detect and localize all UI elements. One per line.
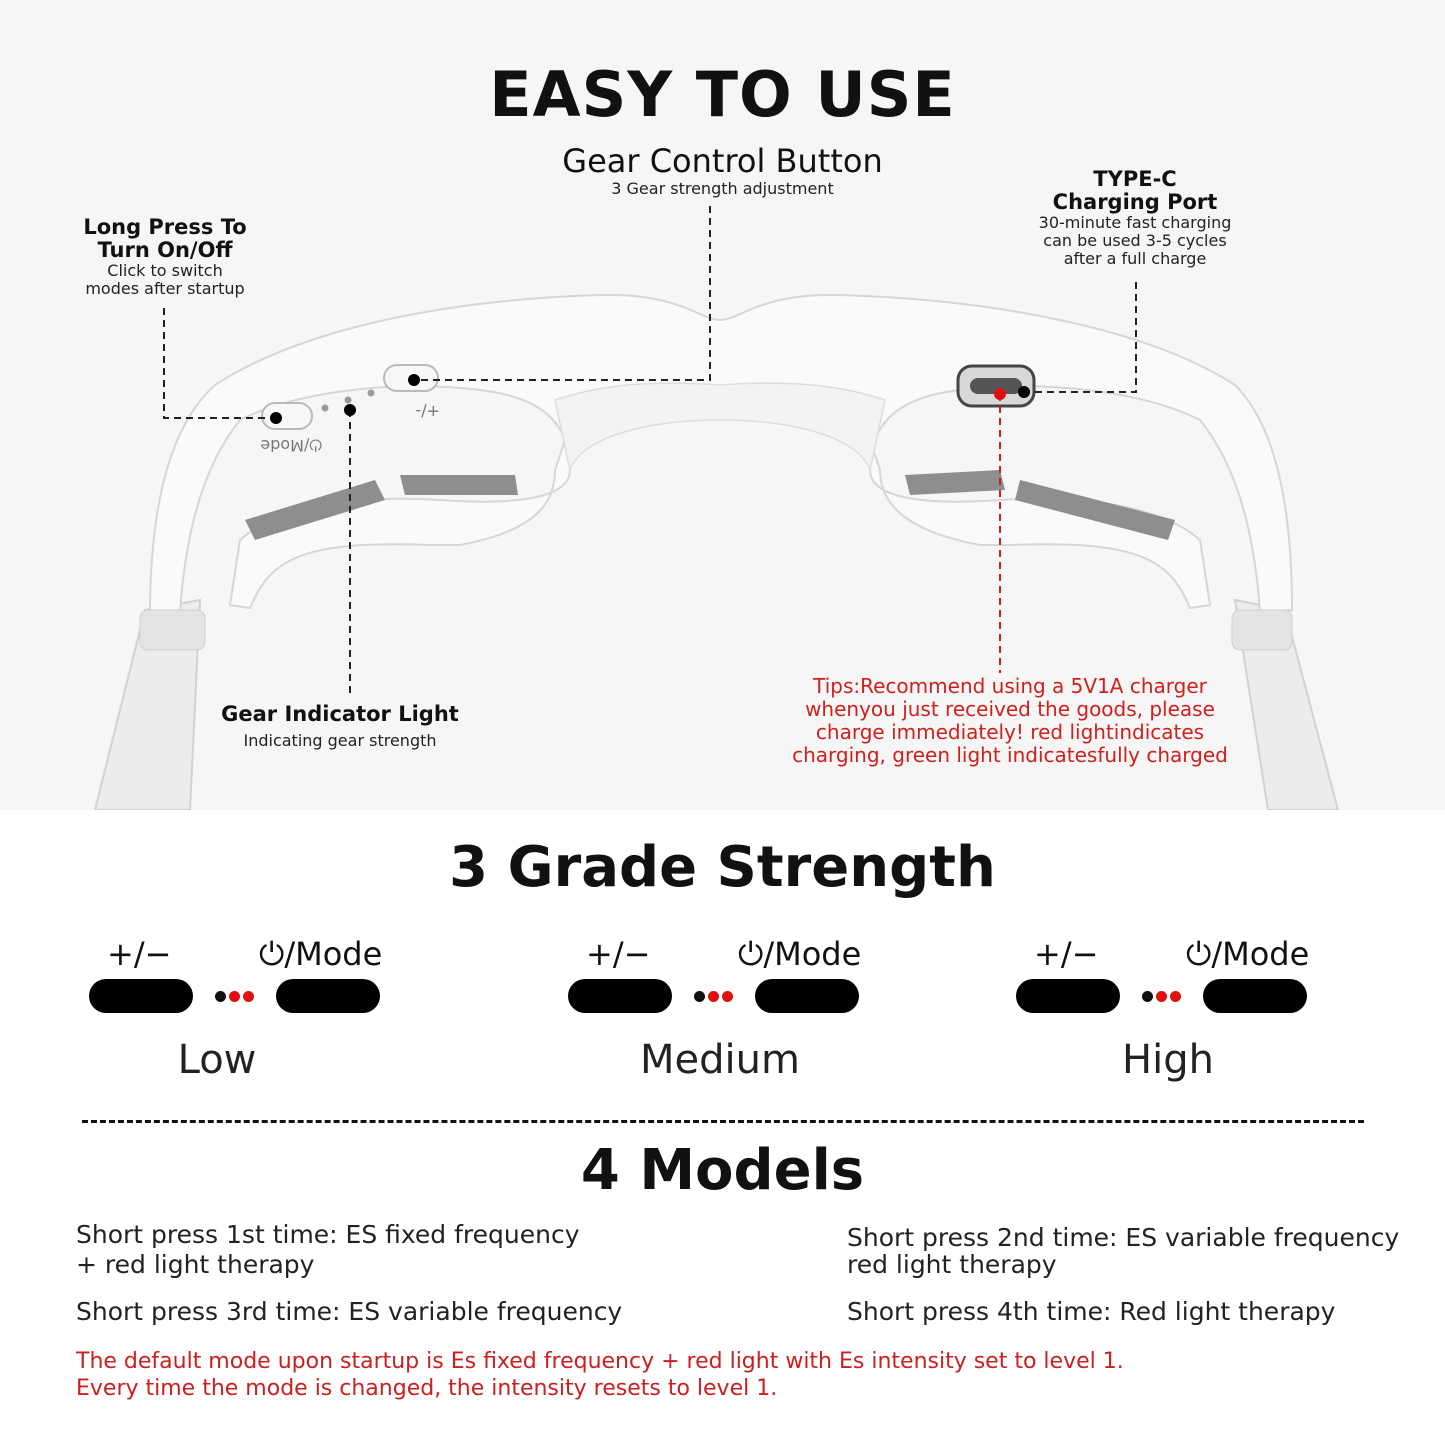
mode-item-3-line-1: Short press 3rd time: ES variable freque… [76, 1297, 623, 1326]
right-pad-inner [905, 470, 1005, 495]
tips-charging-note: Tips:Recommend using a 5V1A charger when… [760, 675, 1260, 767]
default-mode-note-line-2: Every time the mode is changed, the inte… [76, 1376, 778, 1401]
eye-massager-illustration: ⏻/Mode +/- [93, 206, 1340, 810]
mode-item-2-line-1: Short press 2nd time: ES variable freque… [847, 1223, 1400, 1252]
indicator-dot-1 [694, 991, 705, 1002]
tips-line-4: charging, green light indicatesfully cha… [792, 743, 1228, 767]
callout-power-sub-1: Click to switch [107, 261, 223, 280]
page-title: EASY TO USE [489, 58, 956, 131]
plus-minus-label: +/− [1034, 935, 1099, 973]
device-plusminus-label: +/- [415, 402, 440, 421]
indicator-dot-1 [215, 991, 226, 1002]
mode-button [755, 979, 859, 1013]
plus-minus-label: +/− [107, 935, 172, 973]
callout-power-title-1: Long Press To [83, 215, 247, 239]
mode-item-3: Short press 3rd time: ES variable freque… [76, 1297, 716, 1327]
tips-line-2: whenyou just received the goods, please [805, 697, 1215, 721]
models-title: 4 Models [580, 1138, 865, 1203]
plus-minus-button [1016, 979, 1120, 1013]
power-icon: ⏻ [259, 935, 285, 973]
mode-label: ⏻/Mode [1186, 935, 1309, 974]
mode-label-text: /Mode [763, 935, 862, 973]
right-hinge [1231, 609, 1293, 651]
callout-indicator-title: Gear Indicator Light [221, 702, 459, 726]
grade-name: High [1122, 1037, 1214, 1083]
tips-line-1: Tips:Recommend using a 5V1A charger [813, 674, 1207, 698]
plus-minus-label: +/− [586, 935, 651, 973]
left-temple [93, 598, 202, 810]
default-mode-note: The default mode upon startup is Es fixe… [76, 1348, 1376, 1402]
callout-power: Long Press To Turn On/Off Click to switc… [60, 216, 270, 298]
grade-name: Low [177, 1037, 257, 1083]
indicator-dot-2 [229, 991, 240, 1002]
device-mode-label: ⏻/Mode [260, 436, 322, 455]
mode-item-2: Short press 2nd time: ES variable freque… [847, 1223, 1407, 1280]
callout-gear-button: Gear Control Button 3 Gear strength adju… [520, 142, 925, 198]
grade-medium: +/− ⏻/Mode Medium [568, 935, 888, 1095]
power-icon: ⏻ [738, 935, 764, 973]
mode-item-4: Short press 4th time: Red light therapy [847, 1297, 1407, 1327]
indicator-dot-1 [1142, 991, 1153, 1002]
nose-bridge [554, 382, 886, 473]
callout-charging: TYPE-C Charging Port 30-minute fast char… [1025, 168, 1245, 268]
mode-label-text: /Mode [284, 935, 383, 973]
callout-charging-title-2: Charging Port [1052, 190, 1218, 214]
tips-line-3: charge immediately! red lightindicates [815, 720, 1205, 744]
default-mode-note-line-1: The default mode upon startup is Es fixe… [76, 1349, 1124, 1374]
right-pad-outer [1015, 480, 1175, 540]
leader-charging [1024, 282, 1137, 393]
grade-name: Medium [640, 1037, 800, 1083]
callout-gear-sub: 3 Gear strength adjustment [611, 179, 834, 198]
section-divider [82, 1120, 1364, 1123]
device-led-3 [367, 389, 375, 397]
leader-gear [414, 206, 711, 381]
callout-power-sub-2: modes after startup [85, 279, 245, 298]
indicator-dot-3 [243, 991, 254, 1002]
indicator-dot-2 [708, 991, 719, 1002]
mode-item-1-line-2: + red light therapy [76, 1250, 315, 1279]
callout-charging-sub-3: after a full charge [1063, 249, 1207, 268]
callout-indicator-sub: Indicating gear strength [243, 731, 437, 750]
grade-low: +/− ⏻/Mode Low [89, 935, 409, 1095]
callout-charging-sub-1: 30-minute fast charging [1038, 213, 1232, 232]
leader-power [163, 308, 268, 419]
mode-item-1-line-1: Short press 1st time: ES fixed frequency [76, 1220, 580, 1249]
device-mode-button [261, 402, 313, 430]
callout-charging-title-1: TYPE-C [1093, 167, 1177, 191]
indicator-dot-3 [1170, 991, 1181, 1002]
callout-gear-title: Gear Control Button [562, 142, 883, 180]
mode-item-4-line-1: Short press 4th time: Red light therapy [847, 1297, 1336, 1326]
plus-minus-button [568, 979, 672, 1013]
grade-high: +/− ⏻/Mode High [1016, 935, 1336, 1095]
callout-power-title-2: Turn On/Off [97, 238, 233, 262]
left-hinge [139, 609, 206, 651]
mode-item-2-line-2: red light therapy [847, 1250, 1057, 1279]
mode-button [1203, 979, 1307, 1013]
device-led-2 [344, 396, 352, 404]
indicator-dot-2 [1156, 991, 1167, 1002]
mode-label: ⏻/Mode [259, 935, 382, 974]
device-led-1 [321, 404, 329, 412]
callout-charging-sub-2: can be used 3-5 cycles [1043, 231, 1227, 250]
callout-indicator: Gear Indicator Light Indicating gear str… [215, 703, 465, 750]
mode-label-text: /Mode [1211, 935, 1310, 973]
mode-item-1: Short press 1st time: ES fixed frequency… [76, 1220, 716, 1280]
indicator-dot-3 [722, 991, 733, 1002]
power-icon: ⏻ [1186, 935, 1212, 973]
left-pad-inner [400, 475, 518, 495]
mode-label: ⏻/Mode [738, 935, 861, 974]
strength-title: 3 Grade Strength [449, 835, 996, 900]
plus-minus-button [89, 979, 193, 1013]
mode-button [276, 979, 380, 1013]
